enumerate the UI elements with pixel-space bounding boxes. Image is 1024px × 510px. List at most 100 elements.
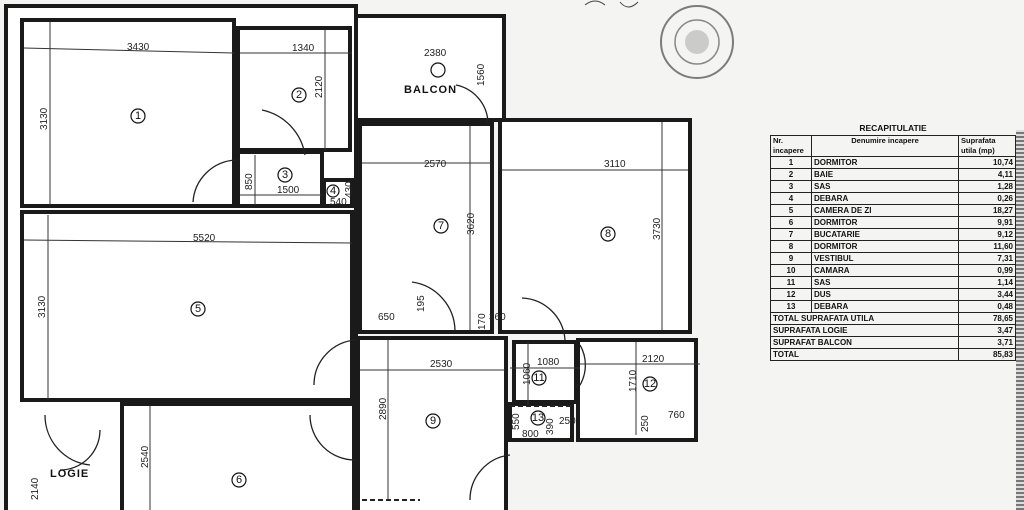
recap-title: RECAPITULATIE <box>859 123 927 133</box>
total-value: 3,47 <box>958 324 1016 337</box>
svg-text:3130: 3130 <box>39 107 50 130</box>
room-marker: 5 <box>190 301 206 317</box>
svg-text:3110: 3110 <box>604 159 626 170</box>
room-11 <box>512 340 578 404</box>
svg-text:12: 12 <box>644 378 656 390</box>
room-number: 8 <box>770 240 812 253</box>
room-marker: 8 <box>600 226 616 242</box>
room-name: DORMITOR <box>811 216 959 229</box>
room-4 <box>322 178 354 208</box>
room-number: 6 <box>770 216 812 229</box>
svg-text:540: 540 <box>330 197 347 208</box>
svg-text:1: 1 <box>135 110 141 122</box>
room-area: 18,27 <box>958 204 1016 217</box>
room-8 <box>498 118 692 334</box>
room-area: 9,12 <box>958 228 1016 241</box>
total-value: 78,65 <box>958 312 1016 325</box>
door-arc <box>411 281 456 331</box>
svg-text:850: 850 <box>244 173 255 190</box>
room-number: 9 <box>770 252 812 265</box>
room-name: DUS <box>811 288 959 301</box>
svg-text:1710: 1710 <box>628 369 639 392</box>
svg-text:4: 4 <box>330 185 336 197</box>
svg-text:1560: 1560 <box>476 63 487 86</box>
room-number: 10 <box>770 264 812 277</box>
balcon-label: BALCON <box>404 84 457 96</box>
room-marker: 3 <box>277 167 293 183</box>
svg-text:2120: 2120 <box>314 75 325 98</box>
room-area: 0,48 <box>958 300 1016 313</box>
total-value: 3,71 <box>958 336 1016 349</box>
svg-text:3: 3 <box>282 169 288 181</box>
room-number: 5 <box>770 204 812 217</box>
svg-text:250: 250 <box>640 415 651 432</box>
room-12 <box>576 338 698 442</box>
room-name: VESTIBUL <box>811 252 959 265</box>
official-stamp <box>660 5 734 79</box>
svg-text:760: 760 <box>668 410 685 421</box>
total-value: 85,83 <box>958 348 1016 361</box>
svg-text:9: 9 <box>430 415 436 427</box>
room-area: 4,11 <box>958 168 1016 181</box>
room-name: SAS <box>811 180 959 193</box>
svg-text:2: 2 <box>296 89 302 101</box>
room-area: 10,74 <box>958 156 1016 169</box>
room-name: DEBARA <box>811 300 959 313</box>
room-number: 1 <box>770 156 812 169</box>
door-arc <box>521 297 566 341</box>
room-name: BUCATARIE <box>811 228 959 241</box>
door-arc <box>309 414 357 461</box>
room-area: 9,91 <box>958 216 1016 229</box>
room-marker: 13 <box>530 410 546 426</box>
room-number: 4 <box>770 192 812 205</box>
room-marker: 11 <box>531 370 547 386</box>
door-arc <box>575 344 587 386</box>
svg-text:1080: 1080 <box>537 357 560 368</box>
svg-text:360: 360 <box>489 312 506 323</box>
svg-text:8: 8 <box>605 228 611 240</box>
room-area: 0,26 <box>958 192 1016 205</box>
svg-text:195: 195 <box>416 295 427 312</box>
svg-text:13: 13 <box>532 412 544 424</box>
svg-text:170: 170 <box>477 313 488 330</box>
room-name: CAMARA <box>811 264 959 277</box>
room-9 <box>356 336 508 510</box>
room-area: 3,44 <box>958 288 1016 301</box>
room-number: 12 <box>770 288 812 301</box>
room-marker: 4 <box>326 184 340 198</box>
svg-text:2890: 2890 <box>378 397 389 420</box>
svg-text:1060: 1060 <box>522 362 533 385</box>
door-arc <box>455 84 489 123</box>
total-label: TOTAL SUPRAFATA UTILA <box>770 312 959 325</box>
room-1 <box>20 18 236 208</box>
svg-text:550: 550 <box>511 413 522 430</box>
svg-text:6: 6 <box>236 474 242 486</box>
svg-text:2540: 2540 <box>140 445 151 468</box>
room-number: 2 <box>770 168 812 181</box>
svg-text:5: 5 <box>195 303 201 315</box>
door-arc <box>261 109 306 156</box>
svg-text:250: 250 <box>559 416 576 427</box>
svg-text:5520: 5520 <box>193 233 216 244</box>
svg-text:2570: 2570 <box>424 159 447 170</box>
room-area: 11,60 <box>958 240 1016 253</box>
dimension-labels: 3430 3130 1340 2120 850 1500 540 430 238… <box>30 42 685 500</box>
svg-text:2380: 2380 <box>424 48 447 59</box>
balcony <box>354 14 506 122</box>
header-area: Suprafata utila (mp) <box>958 135 1016 157</box>
handwritten-note <box>584 0 639 8</box>
svg-text:2140: 2140 <box>30 477 41 500</box>
room-number: 11 <box>770 276 812 289</box>
room-area: 1,14 <box>958 276 1016 289</box>
